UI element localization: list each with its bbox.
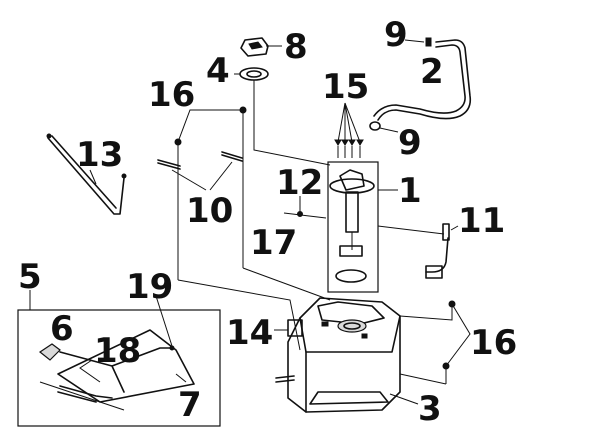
callout-16-lower: 16 — [470, 323, 517, 363]
part-hose-clamp — [369, 121, 399, 133]
callout-1: 1 — [398, 171, 422, 211]
callout-12: 12 — [276, 163, 323, 203]
callout-14: 14 — [226, 313, 273, 353]
callout-4: 4 — [206, 51, 230, 91]
part-fuel-cap — [240, 37, 282, 57]
callout-19: 19 — [126, 267, 173, 307]
part-pump-screws — [334, 102, 364, 158]
callout-17: 17 — [250, 223, 297, 263]
callout-2: 2 — [420, 52, 444, 92]
part-mounting-studs — [157, 151, 243, 191]
callout-18: 18 — [94, 331, 141, 371]
part-bolts-upper — [174, 80, 331, 351]
callout-5: 5 — [18, 257, 42, 297]
callout-9-upper: 9 — [384, 15, 408, 55]
callout-16-upper: 16 — [148, 75, 195, 115]
part-bolts-lower — [399, 300, 471, 385]
callout-3: 3 — [418, 389, 442, 429]
callout-labels: 1 2 3 4 5 6 7 8 9 9 10 11 12 13 14 15 16… — [18, 15, 517, 429]
part-drain-kit-box — [17, 290, 221, 427]
part-fuel-tank — [275, 297, 419, 413]
callout-15: 15 — [322, 67, 369, 107]
part-pump-bolt — [283, 196, 327, 219]
part-drain-rod — [46, 133, 127, 215]
callout-9-lower: 9 — [398, 123, 422, 163]
callout-11: 11 — [458, 201, 505, 241]
callout-6: 6 — [50, 309, 74, 349]
part-fuel-level-sender — [377, 223, 459, 279]
callout-8: 8 — [284, 27, 308, 67]
callout-7: 7 — [178, 385, 202, 425]
part-fuel-pump-assembly — [327, 161, 398, 293]
callout-10: 10 — [186, 191, 233, 231]
part-vent-hose — [373, 37, 472, 121]
part-cap-gasket — [234, 67, 269, 81]
callout-13: 13 — [76, 135, 123, 175]
